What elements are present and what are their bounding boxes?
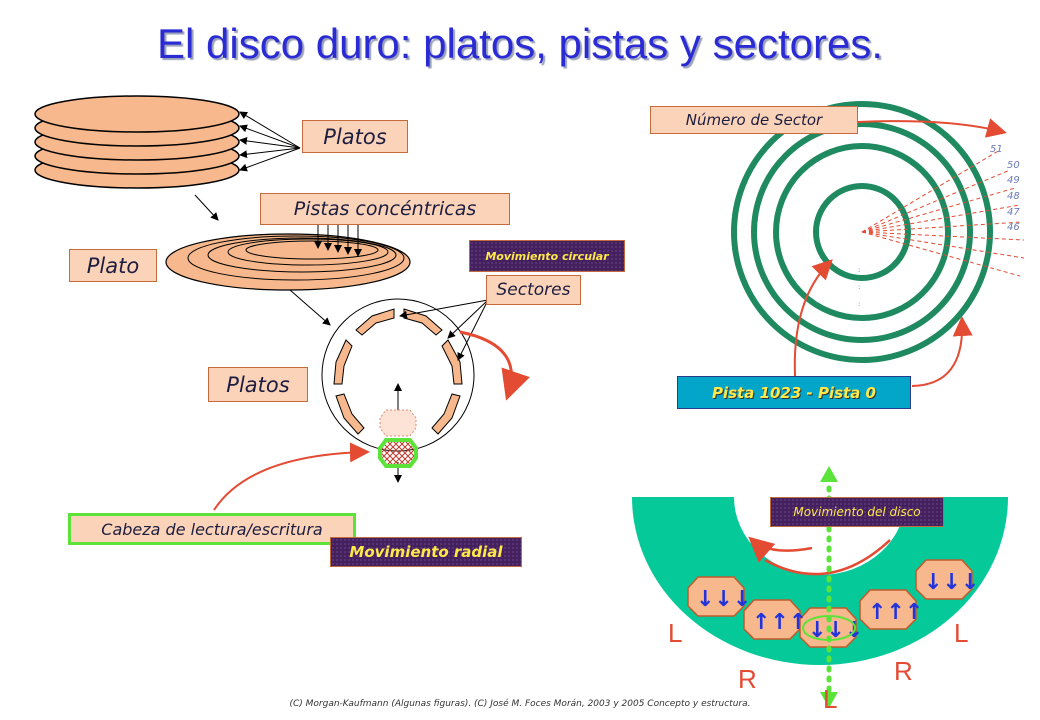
sector-number-49: 49 — [1007, 175, 1020, 186]
letter-r-right: R — [894, 656, 913, 686]
letter-l-right: L — [954, 618, 969, 648]
platos-label-mid: Platos — [208, 367, 308, 402]
sector-number-46: 46 — [1007, 222, 1020, 233]
letter-r-left: R — [738, 664, 757, 694]
domain-arrows: ↓↓↓ ↑↑↑ ↓↓↓ ↑↑↑ ↓↓↓ — [696, 570, 979, 643]
svg-text:↑↑↑: ↑↑↑ — [752, 610, 807, 635]
credit-footer: (C) Morgan-Kaufmann (Algunas figuras). (… — [289, 699, 751, 709]
sectores-label: Sectores — [486, 275, 581, 305]
cabeza-lectura-escritura-label: Cabeza de lectura/escritura — [68, 513, 356, 545]
svg-text:↓↓↓: ↓↓↓ — [924, 570, 979, 595]
sector-number-47: 47 — [1007, 207, 1020, 218]
movimiento-circular-label: Movimiento circular — [469, 240, 625, 272]
page-title: El disco duro: platos, pistas y sectores… — [157, 20, 883, 67]
svg-text::: : — [858, 283, 860, 291]
sector-number-48: 48 — [1007, 191, 1020, 202]
svg-text:↑↑↑: ↑↑↑ — [868, 600, 923, 625]
svg-text::: : — [858, 300, 860, 308]
sector-ring — [321, 298, 475, 452]
platter-stack — [34, 95, 240, 189]
vertical-dots: : : : — [858, 266, 860, 308]
letter-l-left: L — [668, 618, 683, 648]
numero-de-sector-label: Número de Sector — [650, 106, 858, 134]
single-platter — [165, 233, 411, 291]
pista-range-label: Pista 1023 - Pista 0 — [677, 376, 911, 409]
movimiento-radial-label: Movimiento radial — [330, 537, 522, 567]
track-disk — [731, 101, 993, 363]
movimiento-del-disco-label: Movimiento del disco — [770, 497, 944, 527]
svg-text::: : — [858, 266, 860, 274]
svg-text:↓↓↓: ↓↓↓ — [696, 587, 751, 612]
platos-label-top: Platos — [302, 120, 408, 153]
pistas-concentricas-label: Pistas concéntricas — [260, 193, 510, 225]
read-write-head — [378, 409, 418, 468]
sector-number-51: 51 — [990, 144, 1003, 155]
sector-lines — [861, 149, 1025, 277]
letter-l-bottom: L — [823, 684, 838, 714]
plato-label: Plato — [69, 249, 157, 282]
sector-number-50: 50 — [1007, 160, 1020, 171]
